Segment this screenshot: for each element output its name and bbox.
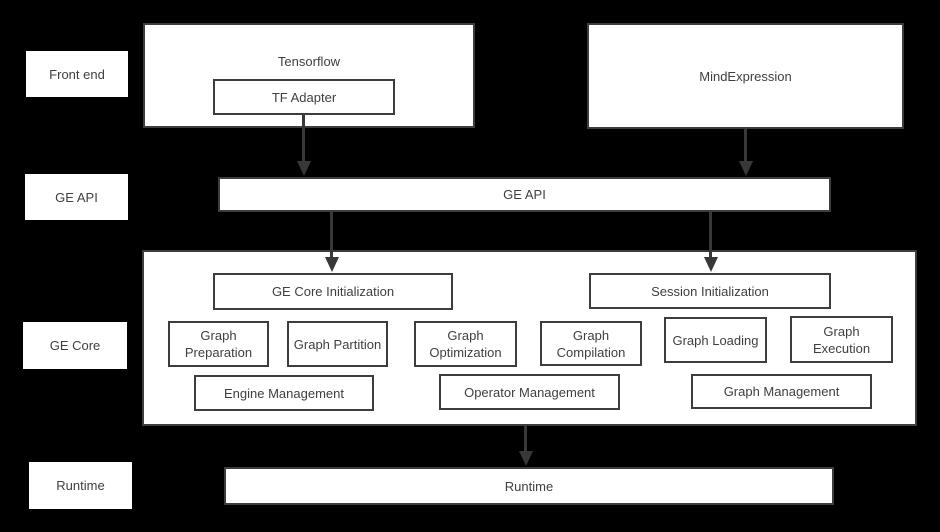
layer-label-ge-core: GE Core — [23, 322, 127, 369]
mindexpression-box: MindExpression — [587, 23, 904, 129]
arrowhead-ge-core-to-runtime-icon — [519, 451, 533, 466]
tensorflow-label: Tensorflow — [277, 54, 341, 69]
arrowhead-ge-api-to-session-initialization-icon — [704, 257, 718, 272]
graph-management-box: Graph Management — [691, 374, 872, 409]
arrowhead-tf-adapter-to-ge-api-icon — [297, 161, 311, 176]
arrow-ge-api-to-session-initialization — [709, 212, 712, 257]
arrowhead-ge-api-to-ge-core-initialization-icon — [325, 257, 339, 272]
graph-partition-box: Graph Partition — [287, 321, 388, 367]
layer-label-front-end: Front end — [26, 51, 128, 97]
session-initialization-box: Session Initialization — [589, 273, 831, 309]
graph-execution-box: Graph Execution — [790, 316, 893, 363]
layer-label-ge-api: GE API — [25, 174, 128, 220]
graph-loading-box: Graph Loading — [664, 317, 767, 363]
ge-core-initialization-box: GE Core Initialization — [213, 273, 453, 310]
graph-preparation-box: Graph Preparation — [168, 321, 269, 367]
ge-api-bar: GE API — [218, 177, 831, 212]
arrow-tf-adapter-to-ge-api — [302, 115, 305, 161]
graph-optimization-box: Graph Optimization — [414, 321, 517, 367]
graph-compilation-box: Graph Compilation — [540, 321, 642, 366]
tf-adapter-box: TF Adapter — [213, 79, 395, 115]
operator-management-box: Operator Management — [439, 374, 620, 410]
arrow-ge-api-to-ge-core-initialization — [330, 212, 333, 257]
arrow-ge-core-to-runtime — [524, 426, 527, 451]
arrowhead-mindexpression-to-ge-api-icon — [739, 161, 753, 176]
layer-label-runtime: Runtime — [29, 462, 132, 509]
engine-management-box: Engine Management — [194, 375, 374, 411]
arrow-mindexpression-to-ge-api — [744, 129, 747, 161]
runtime-bar: Runtime — [224, 467, 834, 505]
